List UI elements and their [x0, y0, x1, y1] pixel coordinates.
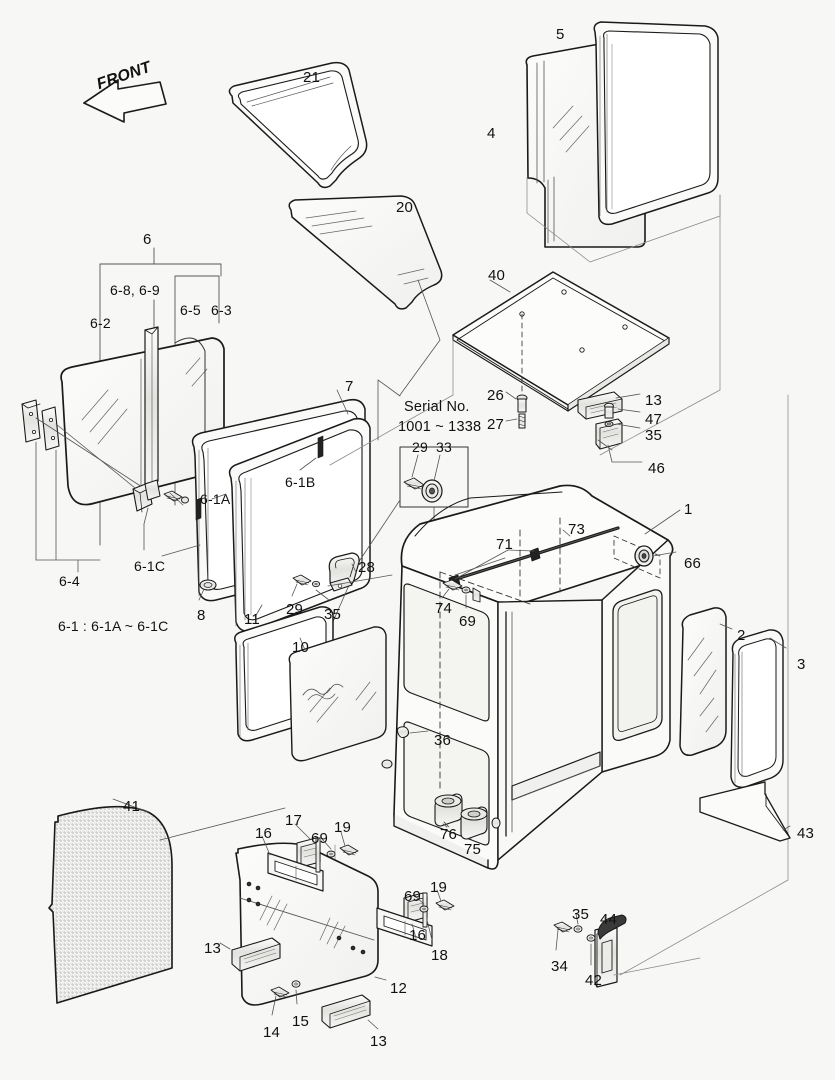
callout-13-left: 13 [204, 940, 222, 957]
callout-44: 44 [600, 911, 618, 928]
callout-34: 34 [551, 958, 569, 975]
callout-27: 27 [487, 416, 505, 433]
callout-69-upper: 69 [311, 830, 329, 847]
callout-6-1b: 6-1B [285, 474, 316, 490]
part-75-76-bushings [434, 793, 501, 841]
callout-42: 42 [585, 972, 603, 989]
catch-fasteners-29-35 [291, 574, 393, 601]
part-26-27-roof-fasteners [505, 391, 528, 429]
callout-10: 10 [292, 639, 310, 656]
callout-75: 75 [464, 841, 482, 858]
callout-18: 18 [431, 947, 449, 964]
callout-6-5: 6-5 [180, 302, 201, 318]
callout-6-8-6-9: 6-8, 6-9 [110, 282, 160, 298]
callout-29-mid: 29 [286, 601, 304, 618]
callout-26: 26 [487, 387, 505, 404]
callout-16-upper: 16 [255, 825, 273, 842]
callout-12: 12 [390, 980, 408, 997]
callout-20: 20 [396, 199, 414, 216]
part-41-insulation-mat [48, 798, 286, 1004]
callout-69-top: 69 [459, 613, 477, 630]
part-2-right-side-glass [679, 607, 733, 757]
serial-no-label: Serial No. [404, 399, 470, 415]
callout-73: 73 [568, 521, 586, 538]
callout-36: 36 [434, 732, 452, 749]
part-6-4-hinge-brackets [21, 399, 143, 573]
callout-35-latch: 35 [572, 906, 590, 923]
part-36-panel-clip [396, 726, 429, 738]
callout-8: 8 [197, 607, 206, 624]
callout-16-lower: 16 [409, 927, 427, 944]
part-17-hinge-upper-group [261, 823, 359, 892]
callout-17: 17 [285, 812, 303, 829]
callout-5: 5 [556, 26, 565, 43]
legend-6-1-note: 6-1 : 6-1A ~ 6-1C [58, 618, 169, 634]
serial-no-inset-box [324, 279, 469, 641]
callout-4: 4 [487, 125, 496, 142]
part-10-sliding-window-glass [288, 626, 387, 762]
bracket-hardware-group [577, 391, 643, 463]
part-21-roof-glass-seal [228, 61, 368, 189]
callout-15: 15 [292, 1013, 310, 1030]
part-43-trim-strip [699, 781, 791, 842]
callout-71: 71 [496, 536, 514, 553]
callout-28: 28 [358, 559, 376, 576]
callout-6-4: 6-4 [59, 573, 80, 589]
callout-47: 47 [645, 411, 663, 428]
callout-35-mid: 35 [324, 606, 342, 623]
callout-14: 14 [263, 1024, 281, 1041]
callout-43: 43 [797, 825, 815, 842]
callout-1: 1 [684, 501, 693, 518]
callout-33: 33 [436, 439, 452, 455]
callout-6-1a: 6-1A [200, 491, 231, 507]
part-18-hinge-lower-group [376, 889, 455, 947]
assembly-projection-lines [329, 194, 789, 976]
part-40-roof-cover-plate [452, 271, 670, 412]
part-3-right-side-weatherstrip [730, 629, 787, 788]
part-13-channel-strips [219, 937, 379, 1030]
door-latch-hardware [132, 479, 189, 551]
callout-7: 7 [345, 378, 354, 395]
callout-29-inset: 29 [412, 439, 428, 455]
callout-66: 66 [684, 555, 702, 572]
part-28-window-catch [328, 552, 360, 592]
callout-13-top: 13 [645, 392, 663, 409]
callout-6: 6 [143, 231, 152, 248]
callout-74: 74 [435, 600, 453, 617]
callout-6-1c: 6-1C [134, 558, 166, 574]
callout-13-bottom: 13 [370, 1033, 388, 1050]
front-direction-arrow [83, 79, 167, 123]
part-44-latch-assembly [553, 913, 701, 988]
callout-19-upper: 19 [334, 819, 352, 836]
part-5-rear-windshield-seal [593, 21, 719, 226]
callout-11: 11 [244, 611, 260, 628]
callout-3: 3 [797, 656, 806, 673]
callout-76: 76 [440, 826, 458, 843]
callout-6-3: 6-3 [211, 302, 232, 318]
part-8-grommet [198, 579, 217, 601]
callout-69-lower: 69 [404, 888, 422, 905]
part-74-69-fasteners [441, 579, 481, 609]
callout-19-lower: 19 [430, 879, 448, 896]
serial-no-range: 1001 ~ 1338 [398, 419, 482, 435]
callout-6-2: 6-2 [90, 315, 111, 331]
callout-46: 46 [648, 460, 666, 477]
part-12-lower-door-glass [235, 842, 387, 1006]
part-14-15-fasteners [270, 980, 301, 1016]
callout-35-top: 35 [645, 427, 663, 444]
callout-40: 40 [488, 267, 506, 284]
callout-41: 41 [123, 798, 141, 815]
callout-21: 21 [303, 69, 321, 86]
part-1-cab-frame [393, 484, 681, 870]
cab-side-clip-2 [381, 759, 393, 769]
part-20-roof-glass-panel [288, 195, 443, 310]
callout-2: 2 [737, 627, 746, 644]
